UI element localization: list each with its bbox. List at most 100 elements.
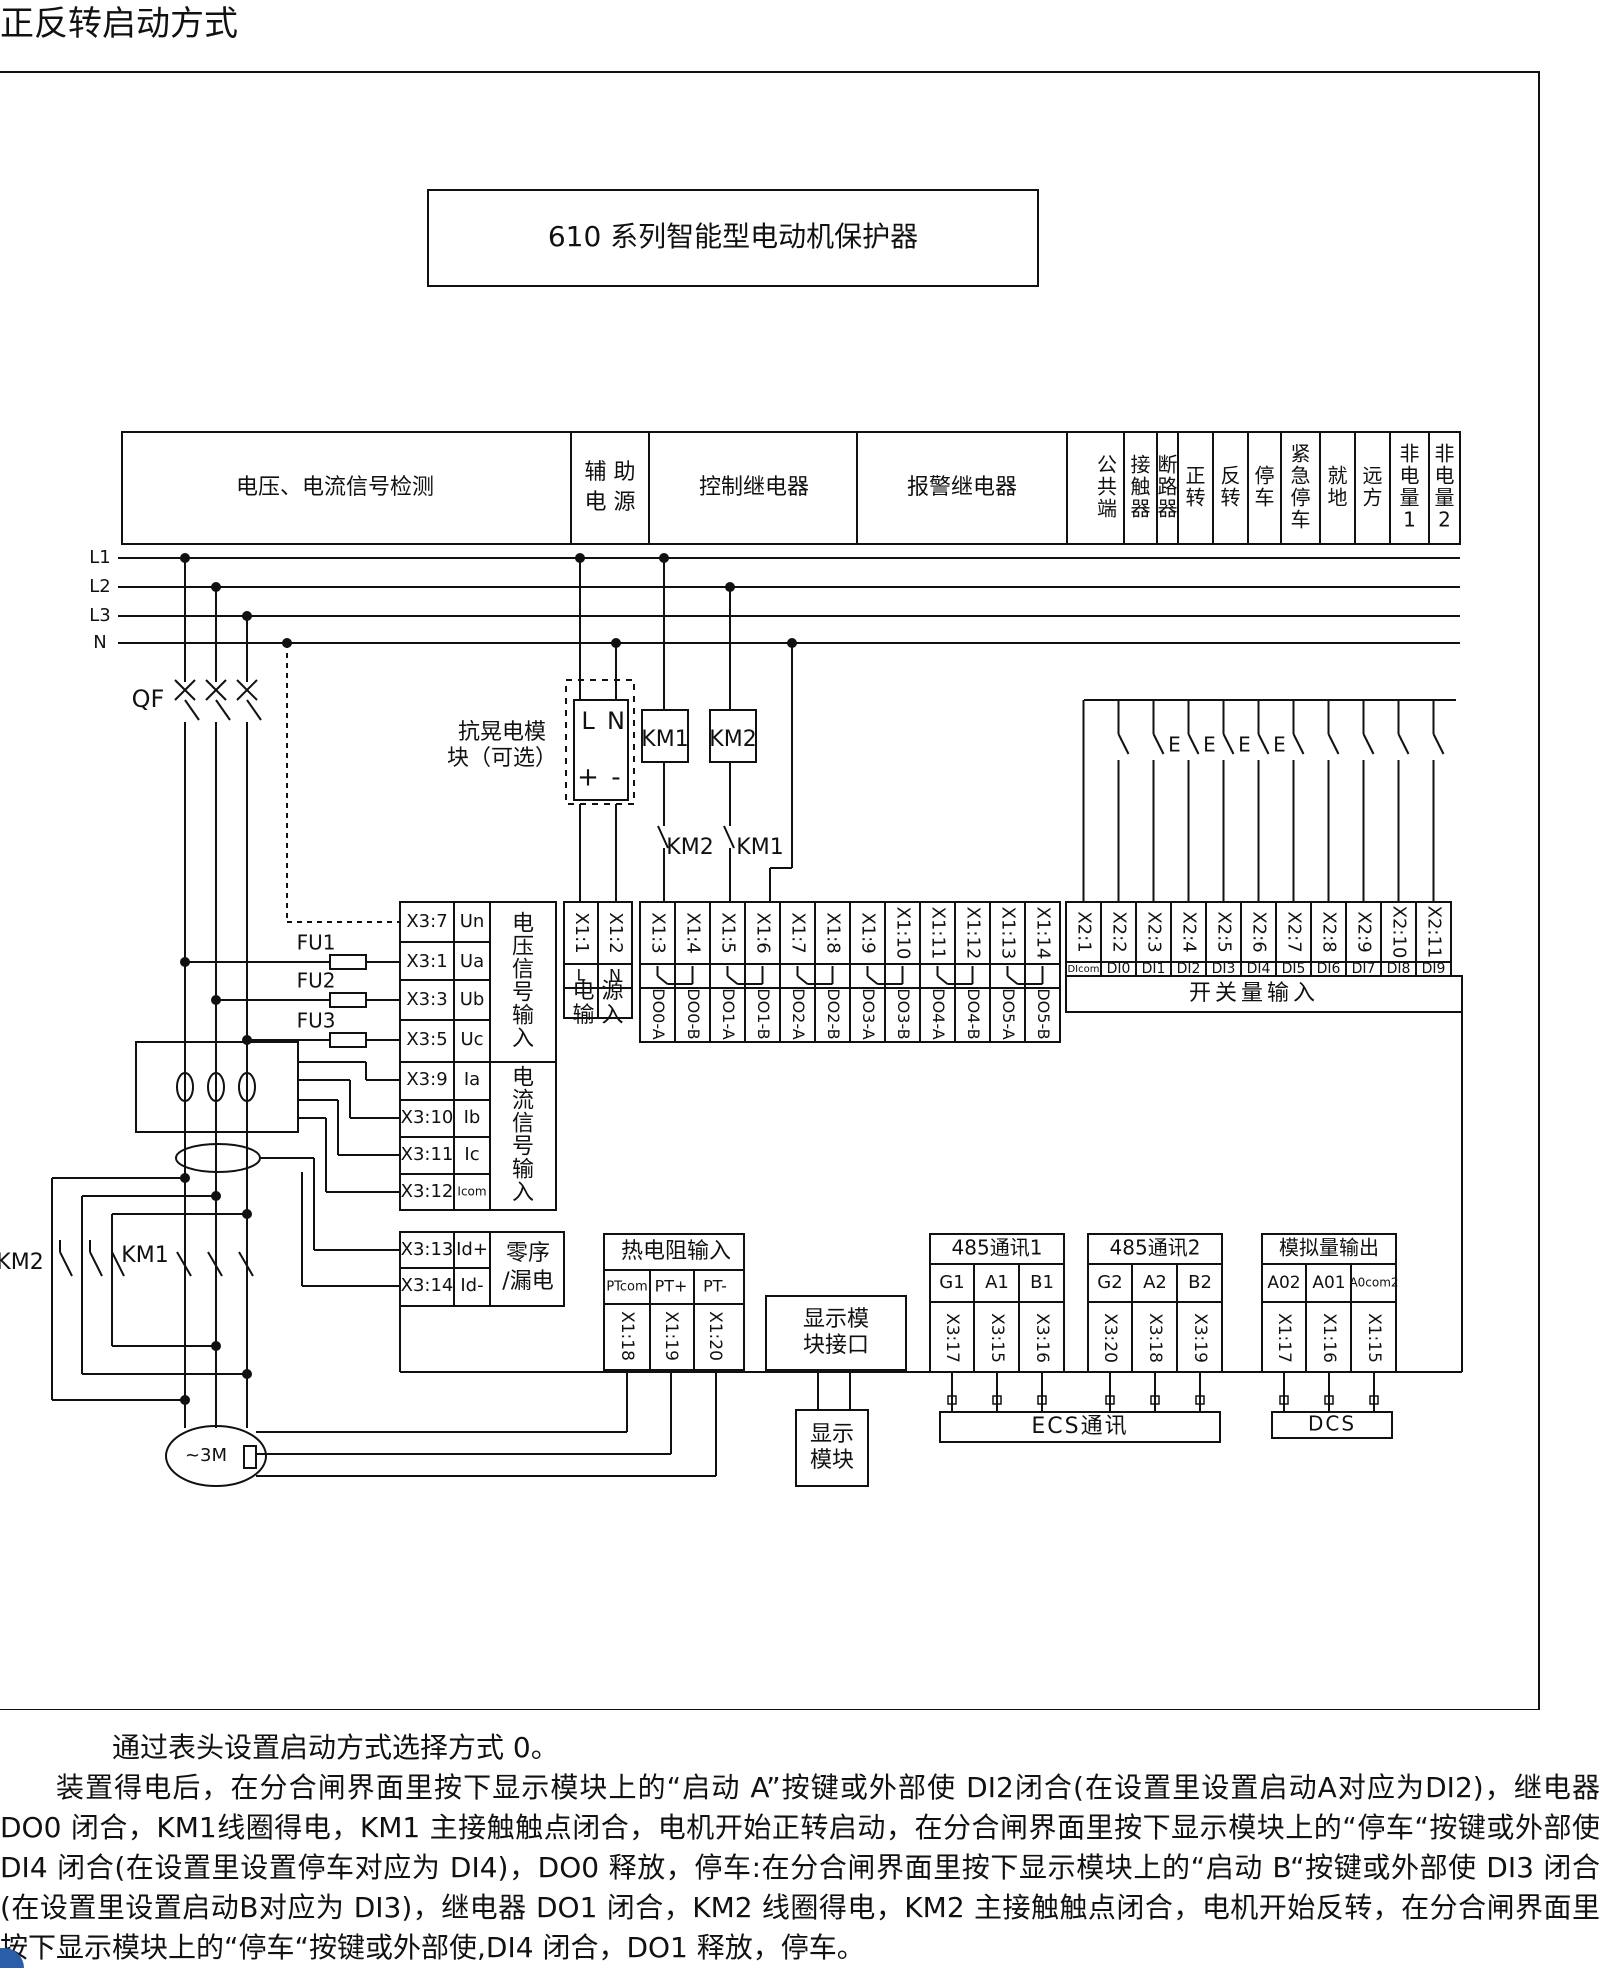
header-di-10: 2 [1438, 508, 1451, 532]
di-switch [1397, 733, 1410, 755]
bus-terminal [1369, 1395, 1379, 1405]
do-term-10: X1:13 [998, 907, 1019, 960]
do-term-4: X1:7 [788, 912, 809, 953]
module-box [573, 699, 629, 801]
dcs-label: DCS [1308, 1412, 1356, 1436]
voltage-sub-1: Ua [460, 951, 484, 972]
km1-main-label: KM1 [121, 1243, 168, 1268]
do-label-5: DO2-B [824, 988, 843, 1039]
header-di-2: 器 [1158, 497, 1178, 521]
di-switch [1152, 733, 1165, 755]
analog-sub-1: A01 [1312, 1273, 1345, 1293]
rtd-sub-1: PT+ [655, 1277, 688, 1296]
current-group-label: 输 [512, 1158, 534, 1183]
outer-frame [0, 71, 1540, 1710]
current-group-label: 号 [512, 1135, 534, 1160]
ct-block [135, 1041, 299, 1133]
breaker-blade [184, 699, 200, 721]
header-aux-power: 辅 助 [585, 460, 636, 485]
current-term-1: X3:10 [401, 1107, 454, 1128]
rtd-term-0: X1:18 [617, 1311, 637, 1361]
analog-term-1: X1:16 [1319, 1313, 1339, 1363]
module-L: L [581, 707, 595, 735]
header-di-4: 转 [1221, 486, 1241, 510]
analog-sub-0: A02 [1267, 1273, 1300, 1293]
di-term-4: X2:5 [1214, 911, 1235, 952]
do-label-10: DO5-A [999, 988, 1018, 1040]
relay-contact [726, 975, 739, 985]
module-N: N [607, 707, 625, 735]
device-title-box [427, 189, 1039, 287]
di-label-2: DI1 [1142, 961, 1166, 977]
header-di-2: 断 [1158, 453, 1178, 477]
header-di-10: 非 [1435, 442, 1455, 466]
di-switch [1292, 733, 1305, 755]
voltage-group-label: 入 [512, 1027, 534, 1052]
di-label-4: DI3 [1212, 961, 1236, 977]
km2-coil [709, 709, 757, 763]
di-switch [1257, 733, 1270, 755]
di-switch [1362, 733, 1375, 755]
km2-contact [89, 1251, 103, 1277]
display-port-box [765, 1295, 907, 1371]
rs485-1-sub-0: G1 [939, 1272, 964, 1293]
rs485-1-term-0: X3:17 [942, 1313, 962, 1363]
power-term-0: X1:1 [571, 912, 592, 953]
switch-e: E [1168, 733, 1181, 757]
fuse-label-1: FU2 [297, 969, 336, 993]
header-di-0: 端 [1097, 497, 1117, 521]
header-di-3: 转 [1186, 486, 1206, 510]
di-term-3: X2:4 [1179, 911, 1200, 952]
header-di-5: 停 [1255, 464, 1275, 488]
interlock-km2: KM2 [666, 835, 713, 860]
di-term-1: X2:2 [1109, 911, 1130, 952]
ecs-box [939, 1411, 1221, 1443]
do-term-6: X1:9 [858, 912, 879, 953]
module-label: 块（可选） [447, 746, 557, 771]
do-label-6: DO3-A [859, 988, 878, 1040]
fuse-label-0: FU1 [297, 931, 336, 955]
bus-terminal [1150, 1395, 1160, 1405]
display-module-label: 显示 [810, 1422, 854, 1447]
di-label-0: DIcom [1067, 964, 1099, 975]
rs485-2-sub-1: A2 [1143, 1272, 1167, 1293]
module-plus: + [577, 763, 599, 793]
switch-e: E [1273, 733, 1286, 757]
do-term-1: X1:4 [683, 912, 704, 953]
di-label-9: DI8 [1387, 961, 1411, 977]
do-label-4: DO2-A [789, 988, 808, 1040]
voltage-term-1: X3:1 [406, 951, 447, 972]
bus-terminal [1279, 1395, 1289, 1405]
di-term-2: X2:3 [1144, 911, 1165, 952]
do-term-7: X1:10 [893, 907, 914, 960]
fuse-label-2: FU3 [297, 1009, 336, 1033]
do-term-9: X1:12 [963, 907, 984, 960]
rs485-1-sub-2: B1 [1030, 1272, 1054, 1293]
breaker-blade [246, 699, 262, 721]
relay-contact [1006, 975, 1019, 985]
di-term-0: X2:1 [1074, 911, 1095, 952]
breaker-x [205, 679, 227, 701]
voltage-group-label: 输 [512, 1004, 534, 1029]
do-label-9: DO4-B [964, 988, 983, 1039]
header-alarm-relay: 报警继电器 [907, 475, 1017, 500]
header-di-1: 触 [1131, 475, 1151, 499]
rs485-2-sub-0: G2 [1097, 1272, 1122, 1293]
relay-contact [796, 975, 809, 985]
display-module-label: 模块 [810, 1448, 854, 1473]
do-term-8: X1:11 [928, 907, 949, 960]
relay-contact [866, 975, 879, 985]
header-di-3: 正 [1186, 464, 1206, 488]
breaker-x [174, 679, 196, 701]
current-sub-0: Ia [464, 1069, 480, 1090]
di-label-3: DI2 [1177, 961, 1201, 977]
km2-main-label: KM2 [0, 1250, 44, 1275]
do-label-8: DO4-A [929, 988, 948, 1040]
analog-sub-2: A0com2 [1349, 1276, 1398, 1290]
current-sub-3: Icom [457, 1185, 486, 1199]
rs485-2-title: 485通讯2 [1110, 1236, 1201, 1260]
header-di-9: 电 [1400, 464, 1420, 488]
corner-decoration [0, 1948, 24, 1968]
rs485-2-sub-2: B2 [1188, 1272, 1212, 1293]
header-di-6: 急 [1291, 464, 1311, 488]
